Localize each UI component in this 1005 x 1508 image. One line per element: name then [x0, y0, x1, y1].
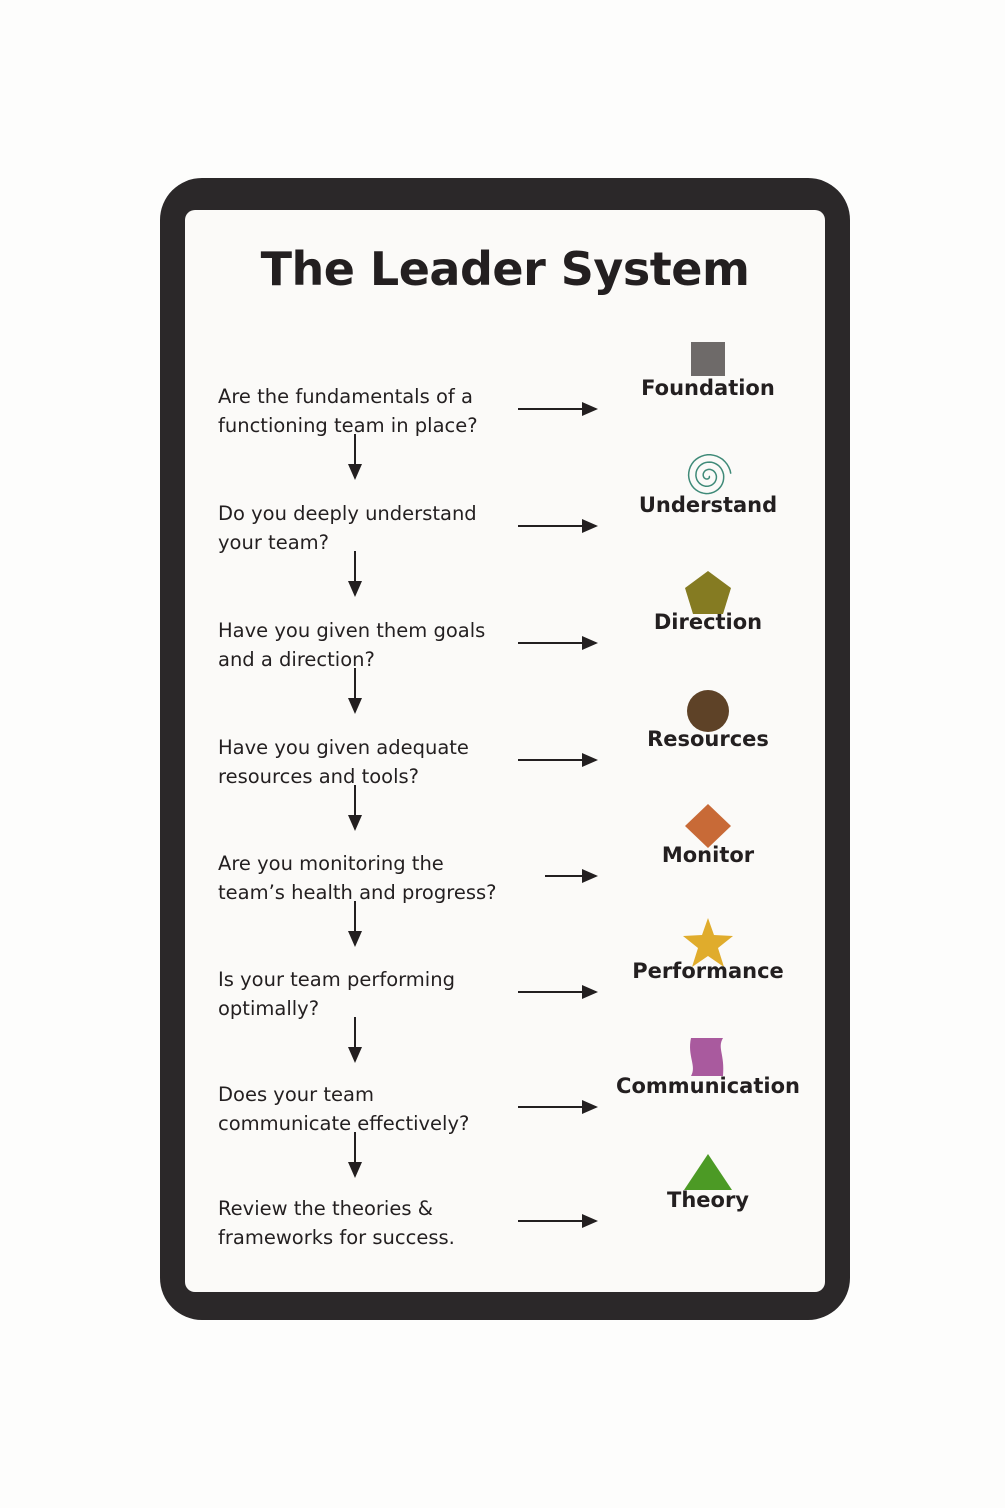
question-text: Do you deeply understand your team? [218, 499, 528, 557]
right-arrow-icon [518, 636, 598, 650]
question-text: Have you given them goals and a directio… [218, 616, 528, 674]
category-label: Understand [638, 493, 778, 517]
question-line: Do you deeply understand [218, 502, 477, 525]
question-text: Have you given adequate resources and to… [218, 733, 528, 791]
down-arrow-icon [348, 551, 362, 597]
category-label: Theory [667, 1188, 749, 1212]
question-text: Is your team performing optimally? [218, 965, 528, 1023]
question-line: Are you monitoring the [218, 852, 444, 875]
question-line: Is your team performing [218, 968, 455, 991]
question-line: communicate effectively? [218, 1112, 470, 1135]
question-text: Are the fundamentals of a functioning te… [218, 382, 528, 440]
right-arrow-icon [518, 985, 598, 999]
flow-row: Are the fundamentals of a functioning te… [0, 342, 1005, 512]
question-text: Review the theories & frameworks for suc… [218, 1194, 528, 1252]
flow-row: Is your team performing optimally? Perfo… [0, 918, 1005, 1095]
category-label: Performance [632, 959, 784, 983]
category-label: Communication [616, 1074, 800, 1098]
question-line: Review the theories & [218, 1197, 433, 1220]
question-line: frameworks for success. [218, 1226, 455, 1249]
flow-row: Have you given adequate resources and to… [0, 690, 1005, 863]
question-line: resources and tools? [218, 765, 420, 788]
question-line: and a direction? [218, 648, 375, 671]
pentagon-icon [685, 571, 731, 614]
category-label: Monitor [661, 843, 755, 867]
question-line: Are the fundamentals of a [218, 385, 473, 408]
diamond-icon [685, 804, 731, 848]
triangle-icon [684, 1154, 732, 1190]
card-face [185, 210, 825, 1292]
question-line: Does your team [218, 1083, 374, 1106]
question-line: optimally? [218, 997, 320, 1020]
spiral-icon [687, 454, 732, 495]
flow-row: Do you deeply understand your team? Unde… [0, 454, 1005, 629]
circle-icon [687, 690, 729, 732]
right-arrow-icon [518, 402, 598, 416]
category-label: Resources [647, 727, 769, 751]
down-arrow-icon [348, 434, 362, 480]
right-arrow-icon [518, 519, 598, 533]
right-arrow-icon [518, 1100, 598, 1114]
question-line: Have you given them goals [218, 619, 486, 642]
page-title: The Leader System [260, 242, 750, 296]
flow-row: Are you monitoring the team’s health and… [0, 804, 1005, 979]
wave-square-icon [690, 1038, 724, 1076]
square-icon [691, 342, 725, 376]
question-line: your team? [218, 531, 329, 554]
down-arrow-icon [348, 785, 362, 831]
down-arrow-icon [348, 901, 362, 947]
question-text: Does your team communicate effectively? [218, 1080, 528, 1138]
question-text: Are you monitoring the team’s health and… [218, 849, 528, 907]
question-line: team’s health and progress? [218, 881, 497, 904]
down-arrow-icon [348, 668, 362, 714]
flow-row: Review the theories & frameworks for suc… [0, 1154, 1005, 1324]
right-arrow-icon [545, 869, 598, 883]
flow-row: Have you given them goals and a directio… [0, 571, 1005, 746]
star-icon [683, 918, 733, 967]
question-line: Have you given adequate [218, 736, 469, 759]
down-arrow-icon [348, 1132, 362, 1178]
question-line: functioning team in place? [218, 414, 478, 437]
right-arrow-icon [518, 1214, 598, 1228]
category-label: Direction [653, 610, 763, 634]
flow-row: Does your team communicate effectively? … [0, 1038, 1005, 1210]
category-label: Foundation [641, 376, 775, 400]
right-arrow-icon [518, 753, 598, 767]
down-arrow-icon [348, 1017, 362, 1063]
